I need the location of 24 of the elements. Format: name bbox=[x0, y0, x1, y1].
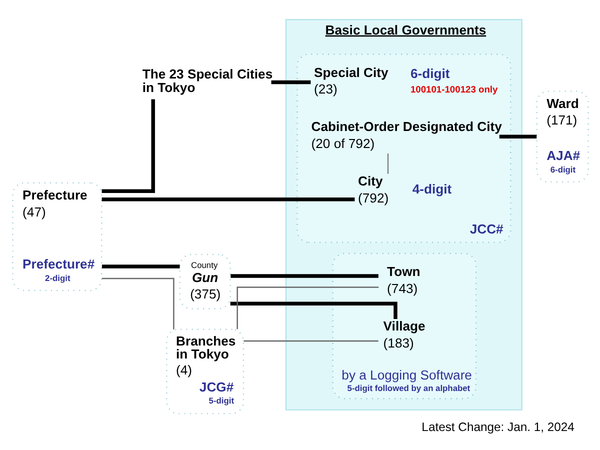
node-label: 6-digit bbox=[410, 66, 450, 81]
node-box: Ward (171) AJA# 6-digit bbox=[536, 90, 588, 183]
connector bbox=[498, 134, 536, 138]
caption: Latest Change: Jan. 1, 2024 bbox=[421, 420, 574, 434]
connector bbox=[270, 80, 310, 84]
node-text: Town (743) bbox=[386, 264, 420, 296]
connector bbox=[230, 274, 378, 278]
node-text: Cabinet-Order Designated City (20 of 792) bbox=[310, 119, 502, 151]
node-box: Branches in Tokyo (4) JCG# 5-digit bbox=[166, 328, 244, 414]
connector bbox=[101, 264, 180, 268]
node-text: City (792) bbox=[358, 173, 388, 206]
node-label: 4-digit bbox=[412, 181, 452, 196]
node-label: 100101-100123 only bbox=[410, 84, 498, 95]
connector bbox=[101, 99, 154, 194]
node-text: Special City (23) bbox=[314, 64, 388, 97]
connector bbox=[101, 278, 174, 330]
connector bbox=[101, 198, 354, 202]
node-box: Prefecture (47) Prefecture# 2-digit bbox=[12, 182, 102, 292]
connector bbox=[243, 340, 378, 342]
node-text: Village (183) bbox=[382, 318, 425, 350]
connector bbox=[386, 153, 388, 174]
connector bbox=[236, 286, 378, 330]
node-text: The 23 Special Cities in Tokyo bbox=[142, 66, 272, 95]
node-box: County Gun (375) bbox=[178, 254, 230, 310]
